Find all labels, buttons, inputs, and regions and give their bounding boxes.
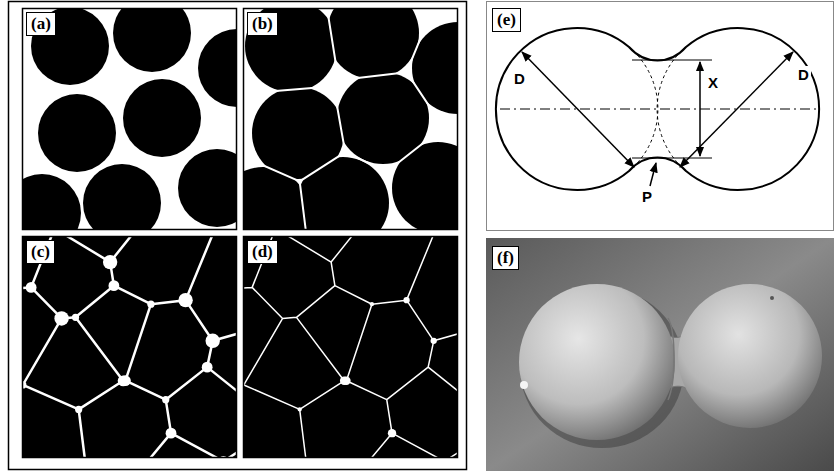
powder-particle xyxy=(22,174,81,230)
necked-particle xyxy=(297,157,389,230)
powder-particle xyxy=(123,79,201,157)
leader-line xyxy=(650,163,656,186)
panel-tag: (d) xyxy=(247,240,278,264)
sem-particles xyxy=(519,284,822,448)
panel-frame xyxy=(23,237,237,458)
dimension-tick xyxy=(632,158,712,159)
dimension-label: D xyxy=(796,66,811,83)
panel-frame xyxy=(244,237,458,458)
sem-background xyxy=(486,238,834,471)
pore xyxy=(26,282,37,293)
powder-particle xyxy=(178,149,237,227)
necked-particle xyxy=(243,167,309,230)
necked-particle xyxy=(245,8,337,92)
dimension-tick xyxy=(632,60,712,61)
center-line xyxy=(500,109,818,110)
pore xyxy=(206,334,220,348)
powder-particle xyxy=(83,164,161,230)
pore xyxy=(370,302,374,306)
panel-tag: (c) xyxy=(26,240,55,264)
dimension-label: D xyxy=(512,70,527,87)
panel-tag: (e) xyxy=(492,8,521,32)
panel-frame xyxy=(23,9,237,230)
diameter-arrow xyxy=(680,52,793,167)
pore xyxy=(178,293,192,307)
powder-particle xyxy=(113,8,191,72)
two-sphere-model xyxy=(496,28,819,190)
pore xyxy=(72,314,79,321)
point-label: P xyxy=(640,188,654,205)
neck-outline xyxy=(496,28,819,190)
pore xyxy=(118,375,129,386)
neck-arrow xyxy=(699,62,701,156)
grain-panel xyxy=(183,25,521,473)
pore xyxy=(162,396,169,403)
grain-panel xyxy=(3,0,276,252)
grain-boundary xyxy=(243,236,458,458)
pore xyxy=(202,362,213,373)
necked-particle xyxy=(392,142,458,230)
pore xyxy=(147,301,154,308)
panel-tag: (f) xyxy=(492,246,519,270)
panel-tag: (b) xyxy=(247,12,278,36)
grain-boundary xyxy=(22,236,237,458)
pore xyxy=(108,280,119,291)
diameter-arrow xyxy=(522,52,634,167)
panel-frame xyxy=(487,2,834,231)
pore xyxy=(75,406,82,413)
panel-tag: (a) xyxy=(26,12,56,36)
dimension-label: X xyxy=(706,74,720,91)
pore xyxy=(166,428,177,439)
grain-boundary xyxy=(243,8,458,230)
powder-particle xyxy=(198,29,237,107)
pore xyxy=(403,297,409,303)
grain-panels xyxy=(0,0,521,473)
pore xyxy=(340,377,348,385)
powder-particle xyxy=(38,94,116,172)
panel-frame xyxy=(244,9,458,230)
pore xyxy=(103,255,117,269)
pore xyxy=(298,407,302,411)
pore xyxy=(54,311,68,325)
pore xyxy=(431,338,437,344)
pore xyxy=(388,429,396,437)
necked-particle xyxy=(327,8,419,79)
